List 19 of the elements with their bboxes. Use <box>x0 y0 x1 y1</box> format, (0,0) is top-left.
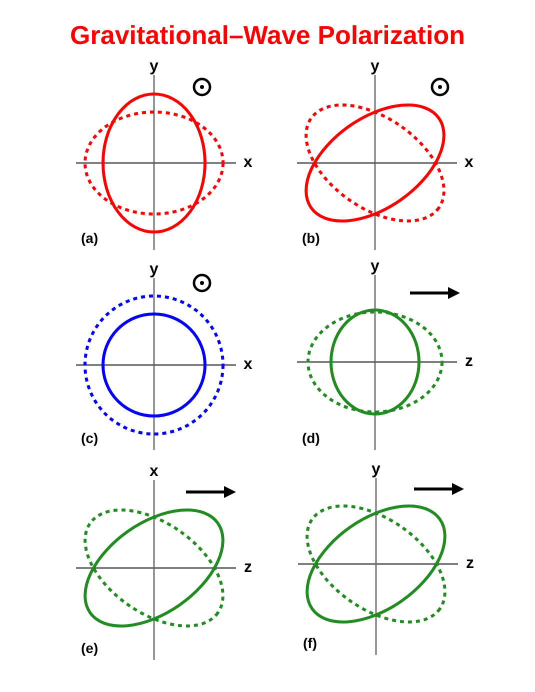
panel-label: (c) <box>81 431 98 445</box>
axis-label: y <box>372 462 380 478</box>
title: Gravitational–Wave Polarization <box>69 22 466 48</box>
axis-label: y <box>150 59 158 75</box>
axis-label: x <box>464 155 474 171</box>
axis-label: z <box>244 560 252 576</box>
axis-label: z <box>466 556 474 572</box>
axis-label: y <box>370 59 380 75</box>
axis-label: y <box>150 262 158 278</box>
panel-label: (f) <box>303 636 317 650</box>
axis-label: z <box>465 354 473 370</box>
axis-label: x <box>244 357 252 373</box>
axis-label: x <box>150 464 158 480</box>
panel-label: (b) <box>302 231 320 245</box>
panel-label: (a) <box>81 231 98 245</box>
panel-label: (d) <box>302 431 320 445</box>
axis-label: x <box>244 155 252 171</box>
axis-label: y <box>370 259 380 275</box>
panel-label: (e) <box>81 641 98 655</box>
